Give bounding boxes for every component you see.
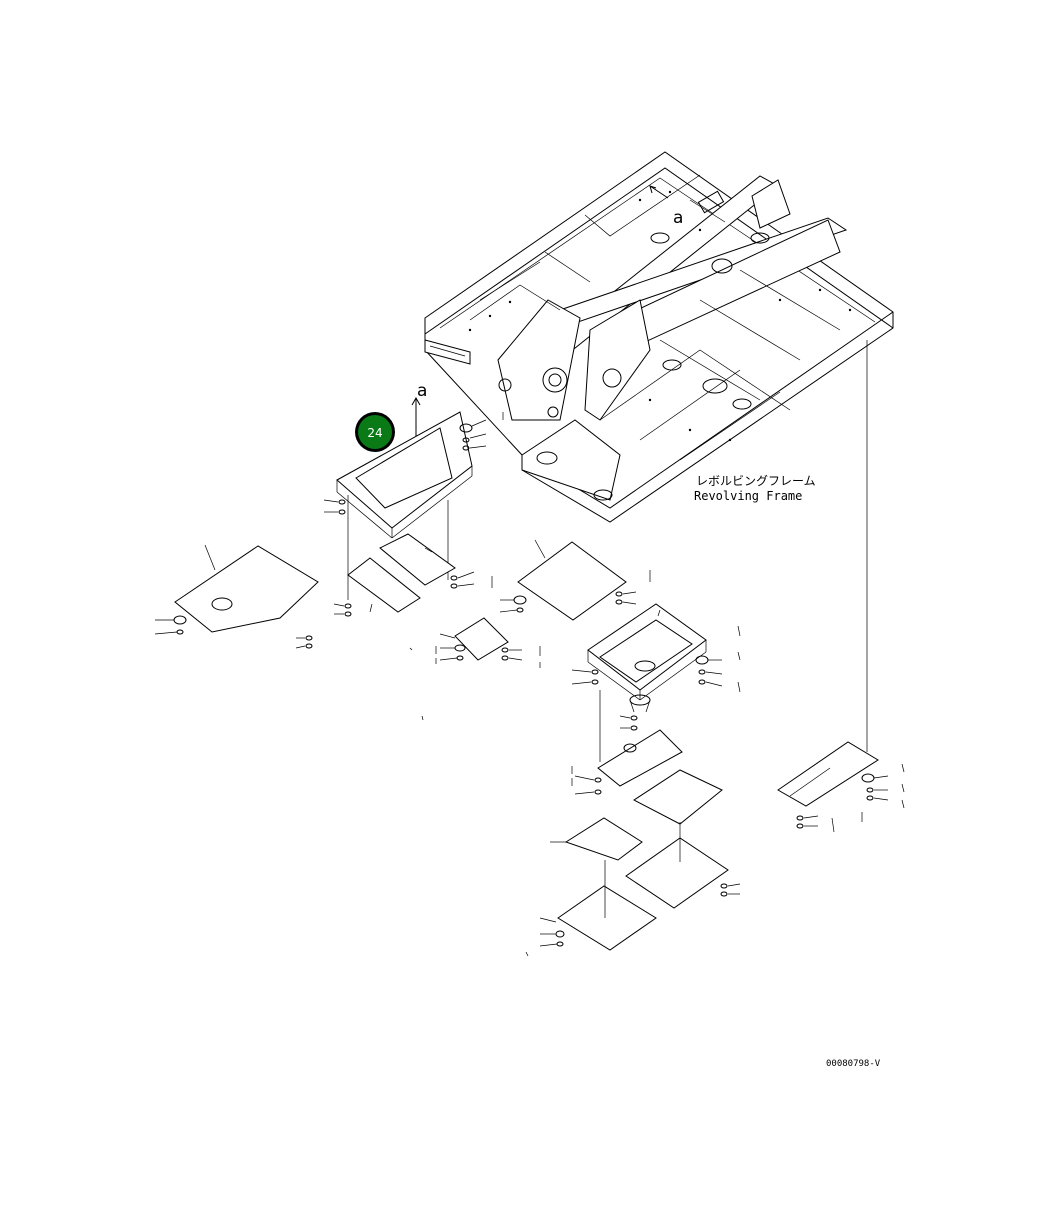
part-callout-24[interactable]: 24 <box>355 412 395 452</box>
frame-label-english: Revolving Frame <box>694 489 802 503</box>
lower-bracket <box>587 603 707 762</box>
view-mark-label: a <box>673 208 683 228</box>
center-square-plate <box>517 539 627 621</box>
under-seat-panels <box>347 533 456 613</box>
drawing-number: 00080798-V <box>826 1059 881 1069</box>
view-arrow-bottom: a <box>411 381 427 440</box>
leader-ticks <box>409 412 905 957</box>
lower-tray <box>597 729 683 787</box>
seat-mount-frame <box>336 411 473 600</box>
view-mark-label: a <box>417 381 427 401</box>
callout-number: 24 <box>367 426 382 440</box>
small-square-plate <box>454 617 509 661</box>
revolving-frame <box>424 151 894 752</box>
view-arrow-top: a <box>649 185 683 228</box>
floor-plates-bottom <box>550 769 729 951</box>
frame-label-japanese: レボルビングフレーム <box>696 474 816 488</box>
fasteners <box>154 419 889 947</box>
side-long-panel <box>777 741 879 807</box>
left-floor-plate <box>174 544 319 633</box>
